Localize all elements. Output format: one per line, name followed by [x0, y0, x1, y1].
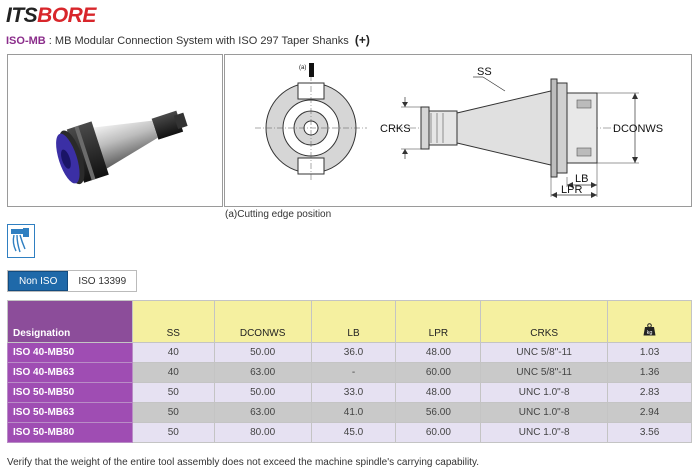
- weight-icon: kg: [643, 323, 656, 336]
- technical-drawing: (a) SS: [224, 54, 692, 207]
- cell-dconws: 63.00: [213, 402, 312, 423]
- brand-logo-part2: BORE: [37, 4, 96, 27]
- drawing-caption: (a)Cutting edge position: [225, 209, 332, 220]
- page-subtitle: ISO-MB : MB Modular Connection System wi…: [6, 33, 370, 47]
- product-code: ISO-MB: [6, 35, 46, 47]
- cell-dconws: 80.00: [213, 422, 312, 443]
- cell-ss: 50: [131, 402, 215, 423]
- table-row[interactable]: ISO 50-MB80 50 80.00 45.0 60.00 UNC 1.0"…: [7, 422, 692, 443]
- header-weight: kg: [607, 300, 692, 343]
- table-header-row: Designation SS DCONWS LB LPR CRKS kg: [7, 300, 692, 343]
- cell-lb: -: [310, 362, 397, 383]
- cell-weight: 2.83: [607, 382, 692, 403]
- cell-crks: UNC 5/8"-11: [480, 362, 609, 383]
- cell-designation: ISO 50-MB80: [7, 422, 133, 443]
- weight-icon-label: kg: [647, 330, 653, 336]
- cell-designation: ISO 40-MB50: [7, 342, 133, 363]
- weight-warning-note: Verify that the weight of the entire too…: [7, 457, 479, 468]
- label-a: (a): [299, 65, 306, 71]
- cell-lb: 41.0: [310, 402, 397, 423]
- tab-iso-13399[interactable]: ISO 13399: [68, 271, 137, 291]
- cell-lpr: 48.00: [395, 382, 482, 403]
- brand-logo: ITSBORE: [6, 4, 96, 28]
- product-photo: [7, 54, 223, 207]
- table-row[interactable]: ISO 40-MB50 40 50.00 36.0 48.00 UNC 5/8"…: [7, 342, 692, 363]
- cell-ss: 50: [131, 422, 215, 443]
- label-crks: CRKS: [380, 123, 411, 135]
- cell-weight: 2.94: [607, 402, 692, 423]
- cell-lpr: 60.00: [395, 422, 482, 443]
- tab-non-iso[interactable]: Non ISO: [8, 271, 69, 291]
- brand-logo-part1: ITS: [6, 4, 38, 27]
- tool-holder-illustration: [56, 110, 188, 185]
- cell-crks: UNC 1.0"-8: [480, 382, 609, 403]
- expand-plus-button[interactable]: (+): [354, 33, 370, 47]
- cell-designation: ISO 50-MB63: [7, 402, 133, 423]
- dimension-drawing: (a) SS: [255, 63, 663, 198]
- header-ss: SS: [131, 300, 215, 343]
- cell-lb: 33.0: [310, 382, 397, 403]
- cell-weight: 1.36: [607, 362, 692, 383]
- cell-crks: UNC 5/8"-11: [480, 342, 609, 363]
- label-lpr: LPR: [561, 184, 582, 196]
- header-dconws: DCONWS: [213, 300, 312, 343]
- header-lpr: LPR: [395, 300, 482, 343]
- cell-designation: ISO 50-MB50: [7, 382, 133, 403]
- cell-lpr: 56.00: [395, 402, 482, 423]
- cell-designation: ISO 40-MB63: [7, 362, 133, 383]
- header-designation: Designation: [7, 300, 133, 343]
- coolant-icon: [7, 224, 35, 258]
- table-row[interactable]: ISO 50-MB50 50 50.00 33.0 48.00 UNC 1.0"…: [7, 382, 692, 403]
- label-lb: LB: [575, 173, 588, 185]
- cell-dconws: 50.00: [213, 342, 312, 363]
- label-dconws: DCONWS: [613, 123, 663, 135]
- cell-crks: UNC 1.0"-8: [480, 402, 609, 423]
- cell-weight: 1.03: [607, 342, 692, 363]
- cell-ss: 50: [131, 382, 215, 403]
- header-crks: CRKS: [480, 300, 609, 343]
- side-view: SS CRKS DCONWS LB: [380, 66, 663, 198]
- table-row[interactable]: ISO 40-MB63 40 63.00 - 60.00 UNC 5/8"-11…: [7, 362, 692, 383]
- product-description: : MB Modular Connection System with ISO …: [45, 35, 349, 47]
- label-ss: SS: [477, 66, 492, 78]
- standard-tabs: Non ISO ISO 13399: [7, 270, 138, 292]
- cell-weight: 3.56: [607, 422, 692, 443]
- cell-dconws: 63.00: [213, 362, 312, 383]
- cell-crks: UNC 1.0"-8: [480, 422, 609, 443]
- header-lb: LB: [310, 300, 397, 343]
- cell-lb: 45.0: [310, 422, 397, 443]
- cell-ss: 40: [131, 362, 215, 383]
- front-view: (a): [255, 63, 367, 181]
- cell-lpr: 48.00: [395, 342, 482, 363]
- cell-lpr: 60.00: [395, 362, 482, 383]
- spec-table: Designation SS DCONWS LB LPR CRKS kg ISO…: [7, 300, 692, 443]
- table-row[interactable]: ISO 50-MB63 50 63.00 41.0 56.00 UNC 1.0"…: [7, 402, 692, 423]
- cell-lb: 36.0: [310, 342, 397, 363]
- cell-dconws: 50.00: [213, 382, 312, 403]
- cell-ss: 40: [131, 342, 215, 363]
